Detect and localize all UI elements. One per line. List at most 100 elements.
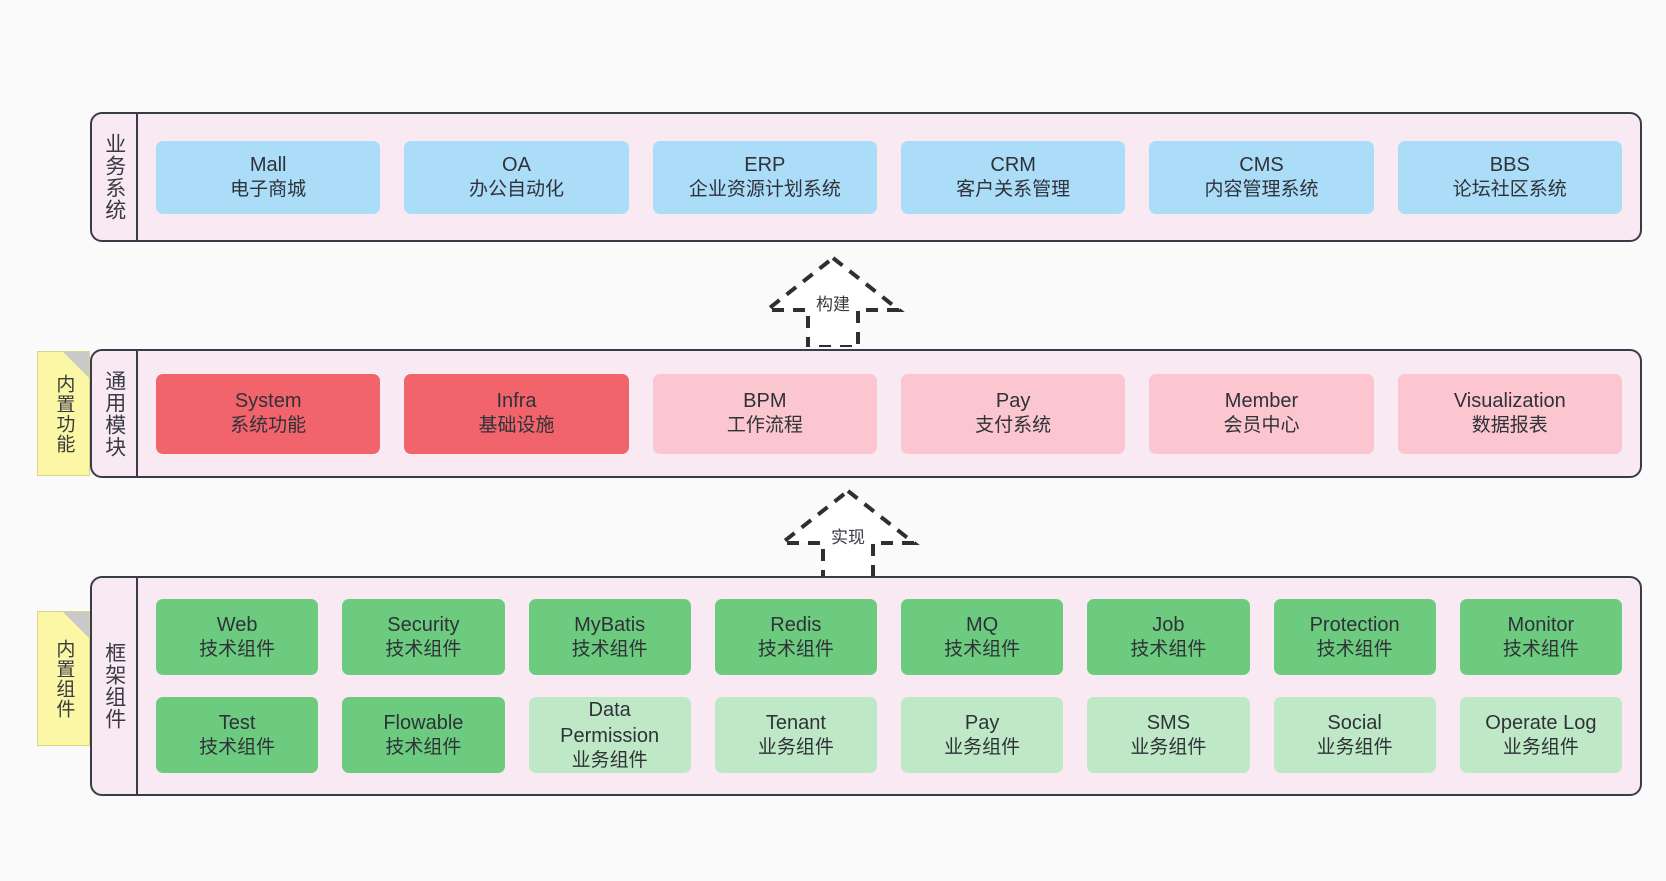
card-title: BBS bbox=[1489, 153, 1530, 176]
card-protection[interactable]: Protection 技术组件 bbox=[1273, 599, 1436, 675]
layer-title-framework-components: 框架组件 bbox=[92, 578, 138, 794]
card-subtitle: 技术组件 bbox=[1316, 638, 1393, 660]
note-builtin-features: 内置功能 bbox=[37, 351, 90, 476]
card-data-permission[interactable]: Data Permission 业务组件 bbox=[528, 697, 691, 773]
note-builtin-components: 内置组件 bbox=[37, 611, 90, 746]
card-title: MyBatis bbox=[574, 613, 646, 636]
card-security[interactable]: Security 技术组件 bbox=[342, 599, 505, 675]
card-title: Operate Log bbox=[1485, 711, 1597, 734]
card-title-line2: Permission bbox=[560, 724, 660, 747]
card-row: Test 技术组件 Flowable 技术组件 Data Permission … bbox=[156, 697, 1622, 773]
card-title: Visualization bbox=[1453, 390, 1566, 413]
card-infra[interactable]: Infra 基础设施 bbox=[404, 373, 629, 454]
card-bbs[interactable]: BBS 论坛社区系统 bbox=[1397, 140, 1622, 214]
card-title: Security bbox=[387, 613, 460, 636]
card-row: Web 技术组件 Security 技术组件 MyBatis 技术组件 Redi… bbox=[156, 599, 1622, 675]
card-subtitle: 业务组件 bbox=[1502, 736, 1579, 758]
card-sms[interactable]: SMS 业务组件 bbox=[1087, 697, 1250, 773]
card-subtitle: 基础设施 bbox=[478, 415, 555, 437]
card-subtitle: 业务组件 bbox=[1316, 736, 1393, 758]
card-crm[interactable]: CRM 客户关系管理 bbox=[900, 140, 1126, 214]
card-subtitle: 技术组件 bbox=[199, 736, 276, 758]
card-title: Tenant bbox=[765, 711, 826, 734]
card-job[interactable]: Job 技术组件 bbox=[1087, 599, 1250, 675]
card-subtitle: 支付系统 bbox=[975, 415, 1052, 437]
card-visualization[interactable]: Visualization 数据报表 bbox=[1397, 373, 1622, 454]
card-title: System bbox=[234, 390, 302, 413]
card-subtitle: 客户关系管理 bbox=[956, 178, 1071, 200]
arrow-implement-label: 实现 bbox=[831, 528, 865, 547]
card-pay-module[interactable]: Pay 支付系统 bbox=[900, 373, 1126, 454]
card-title: Member bbox=[1224, 390, 1299, 413]
card-cms[interactable]: CMS 内容管理系统 bbox=[1149, 140, 1374, 214]
note-fold-corner-icon bbox=[63, 352, 89, 378]
card-title: Monitor bbox=[1507, 613, 1575, 636]
card-title: CRM bbox=[990, 153, 1036, 176]
card-oa[interactable]: OA 办公自动化 bbox=[404, 140, 629, 214]
card-redis[interactable]: Redis 技术组件 bbox=[714, 599, 877, 675]
layer-title-common-modules: 通用模块 bbox=[92, 351, 138, 476]
card-subtitle: 内容管理系统 bbox=[1204, 178, 1319, 200]
card-mall[interactable]: Mall 电子商城 bbox=[156, 140, 381, 214]
card-title: Mall bbox=[249, 153, 287, 176]
card-title: SMS bbox=[1146, 711, 1191, 734]
card-title: Social bbox=[1327, 711, 1382, 734]
card-pay-component[interactable]: Pay 业务组件 bbox=[901, 697, 1064, 773]
layer-title-business-systems: 业务系统 bbox=[92, 114, 138, 240]
card-title: Test bbox=[218, 711, 256, 734]
card-title: OA bbox=[502, 153, 531, 176]
card-title: Job bbox=[1152, 613, 1185, 636]
card-web[interactable]: Web 技术组件 bbox=[156, 599, 319, 675]
layer-body-common-modules: System 系统功能 Infra 基础设施 BPM 工作流程 Pay 支付系统… bbox=[138, 351, 1640, 476]
card-subtitle: 会员中心 bbox=[1223, 415, 1300, 437]
card-operate-log[interactable]: Operate Log 业务组件 bbox=[1459, 697, 1622, 773]
layer-common-modules: 通用模块 System 系统功能 Infra 基础设施 BPM 工作流程 Pay… bbox=[90, 349, 1642, 478]
card-subtitle: 业务组件 bbox=[944, 736, 1021, 758]
note-fold-corner-icon bbox=[63, 612, 89, 638]
card-subtitle: 论坛社区系统 bbox=[1452, 178, 1567, 200]
card-title: Pay bbox=[964, 711, 1000, 734]
card-subtitle: 技术组件 bbox=[385, 638, 462, 660]
layer-body-framework-components: Web 技术组件 Security 技术组件 MyBatis 技术组件 Redi… bbox=[138, 578, 1640, 794]
card-subtitle: 系统功能 bbox=[230, 415, 307, 437]
arrow-build-glyph bbox=[761, 255, 905, 349]
card-title: Data bbox=[588, 698, 631, 721]
card-row: System 系统功能 Infra 基础设施 BPM 工作流程 Pay 支付系统… bbox=[156, 373, 1622, 454]
card-title: CMS bbox=[1239, 153, 1284, 176]
card-system[interactable]: System 系统功能 bbox=[156, 373, 381, 454]
card-tenant[interactable]: Tenant 业务组件 bbox=[714, 697, 877, 773]
card-subtitle: 技术组件 bbox=[1502, 638, 1579, 660]
card-subtitle: 业务组件 bbox=[757, 736, 834, 758]
card-subtitle: 数据报表 bbox=[1471, 415, 1548, 437]
card-title: Infra bbox=[496, 390, 537, 413]
card-row: Mall 电子商城 OA 办公自动化 ERP 企业资源计划系统 CRM 客户关系… bbox=[156, 140, 1622, 214]
note-label: 内置组件 bbox=[53, 638, 75, 719]
card-title: Flowable bbox=[383, 711, 464, 734]
card-social[interactable]: Social 业务组件 bbox=[1273, 697, 1436, 773]
card-subtitle: 技术组件 bbox=[944, 638, 1021, 660]
card-subtitle: 电子商城 bbox=[230, 178, 307, 200]
card-mq[interactable]: MQ 技术组件 bbox=[901, 599, 1064, 675]
arrow-implement: 实现 bbox=[763, 485, 933, 582]
card-title: Redis bbox=[770, 613, 822, 636]
card-title: BPM bbox=[743, 390, 787, 413]
layer-body-business-systems: Mall 电子商城 OA 办公自动化 ERP 企业资源计划系统 CRM 客户关系… bbox=[138, 114, 1640, 240]
card-title: Web bbox=[216, 613, 258, 636]
card-monitor[interactable]: Monitor 技术组件 bbox=[1459, 599, 1622, 675]
card-mybatis[interactable]: MyBatis 技术组件 bbox=[528, 599, 691, 675]
card-title: Protection bbox=[1309, 613, 1400, 636]
card-title: MQ bbox=[966, 613, 999, 636]
card-subtitle: 企业资源计划系统 bbox=[688, 178, 841, 200]
card-subtitle: 工作流程 bbox=[726, 415, 803, 437]
card-subtitle: 业务组件 bbox=[571, 749, 648, 771]
card-member[interactable]: Member 会员中心 bbox=[1149, 373, 1374, 454]
arrow-build-label: 构建 bbox=[816, 295, 850, 314]
card-erp[interactable]: ERP 企业资源计划系统 bbox=[652, 140, 877, 214]
card-bpm[interactable]: BPM 工作流程 bbox=[652, 373, 877, 454]
card-subtitle: 技术组件 bbox=[385, 736, 462, 758]
card-flowable[interactable]: Flowable 技术组件 bbox=[342, 697, 505, 773]
card-subtitle: 技术组件 bbox=[571, 638, 648, 660]
card-test[interactable]: Test 技术组件 bbox=[156, 697, 319, 773]
arrow-implement-glyph bbox=[776, 488, 920, 582]
